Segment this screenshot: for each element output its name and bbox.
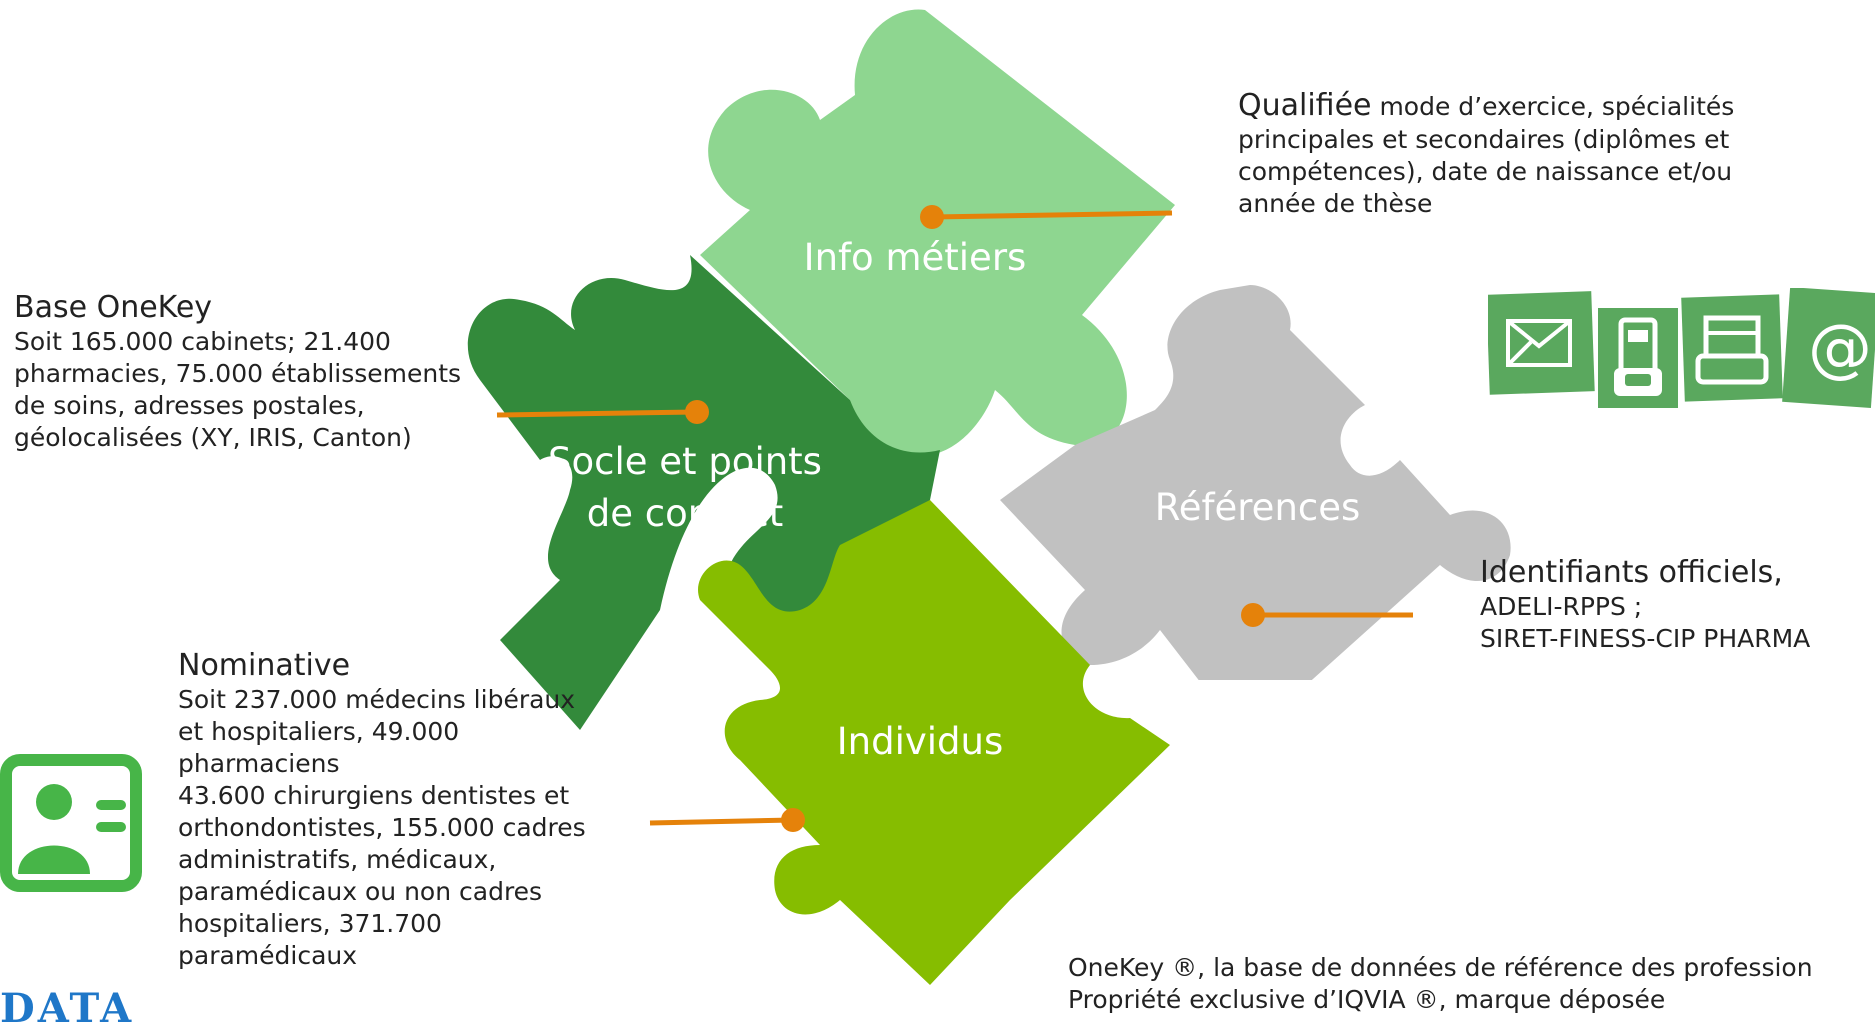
footer-line-1: OneKey ®, la base de données de référenc… xyxy=(1068,953,1813,982)
qualifiee-first-text: mode d’exercice, spécialités xyxy=(1371,92,1735,121)
label-socle-line-1: Socle et points xyxy=(548,440,822,483)
qualifiee-line: principales et secondaires (diplômes et xyxy=(1238,125,1730,154)
base-onekey-title: Base OneKey xyxy=(14,290,213,325)
puzzle-piece-individus xyxy=(698,500,1170,985)
connector-line-base-onekey xyxy=(496,409,698,418)
phone-icon xyxy=(1598,308,1678,408)
footer-note: OneKey ®, la base de données de référenc… xyxy=(1068,952,1813,1016)
fax-icon xyxy=(1681,294,1783,402)
at-sign-icon: @ xyxy=(1782,288,1875,409)
nominative-line: paramédicaux ou non cadres xyxy=(178,877,543,906)
label-socle-line-2: de contact xyxy=(586,492,784,535)
base-onekey-line: de soins, adresses postales, xyxy=(14,391,365,420)
connector-dot-base-onekey xyxy=(685,400,709,424)
nominative-line: 43.600 chirurgiens dentistes et xyxy=(178,781,570,810)
contact-card-icon xyxy=(0,754,142,892)
connector-line-qualifiee xyxy=(931,210,1173,220)
puzzle-piece-references xyxy=(1000,285,1511,680)
connector-dot-identifiants xyxy=(1241,603,1265,627)
nominative-line: et hospitaliers, 49.000 xyxy=(178,717,460,746)
nominative-title: Nominative xyxy=(178,648,351,683)
nominative-line: pharmaciens xyxy=(178,749,340,778)
base-onekey-line: pharmacies, 75.000 établissements xyxy=(14,359,462,388)
puzzle-piece-info-metiers xyxy=(700,9,1175,456)
base-onekey-line: Soit 165.000 cabinets; 21.400 xyxy=(14,327,391,356)
identifiants-line: SIRET-FINESS-CIP PHARMA xyxy=(1480,624,1811,653)
qualifiee-line: compétences), date de naissance et/ou xyxy=(1238,157,1733,186)
identifiants-title: Identifiants officiels, xyxy=(1480,555,1783,590)
label-references: Références xyxy=(1154,486,1361,529)
nominative-line: administratifs, médicaux, xyxy=(178,845,497,874)
nominative-text: Nominative Soit 237.000 médecins libérau… xyxy=(178,648,586,972)
base-onekey-line: géolocalisées (XY, IRIS, Canton) xyxy=(14,423,412,452)
label-info-metiers: Info métiers xyxy=(803,236,1027,279)
envelope-icon xyxy=(1488,291,1595,395)
nominative-line: paramédicaux xyxy=(178,941,358,970)
label-individus: Individus xyxy=(836,720,1004,763)
qualifiee-line: année de thèse xyxy=(1238,189,1433,218)
nominative-line: Soit 237.000 médecins libéraux xyxy=(178,685,576,714)
identifiants-text: Identifiants officiels, ADELI-RPPS ; SIR… xyxy=(1480,555,1810,655)
data-logo: DATA xyxy=(0,985,135,1032)
contact-channel-icons: @ xyxy=(1488,288,1875,409)
qualifiee-first-line: Qualifiée mode d’exercice, spécialités xyxy=(1238,88,1734,124)
svg-text:@: @ xyxy=(1808,312,1872,386)
connector-dot-qualifiee xyxy=(920,205,944,229)
nominative-line: orthondontistes, 155.000 cadres xyxy=(178,813,586,842)
nominative-line: hospitaliers, 371.700 xyxy=(178,909,442,938)
footer-line-2: Propriété exclusive d’IQVIA ®, marque dé… xyxy=(1068,985,1666,1014)
connector-line-nominative xyxy=(649,817,794,826)
base-onekey-text: Base OneKey Soit 165.000 cabinets; 21.40… xyxy=(14,290,461,454)
qualifiee-text: Qualifiée mode d’exercice, spécialités p… xyxy=(1238,88,1734,220)
qualifiee-title: Qualifiée xyxy=(1238,88,1372,123)
label-socle: Socle et points de contact xyxy=(520,436,850,540)
identifiants-line: ADELI-RPPS ; xyxy=(1480,592,1643,621)
connector-dot-nominative xyxy=(781,808,805,832)
puzzle-piece-socle xyxy=(467,255,940,730)
